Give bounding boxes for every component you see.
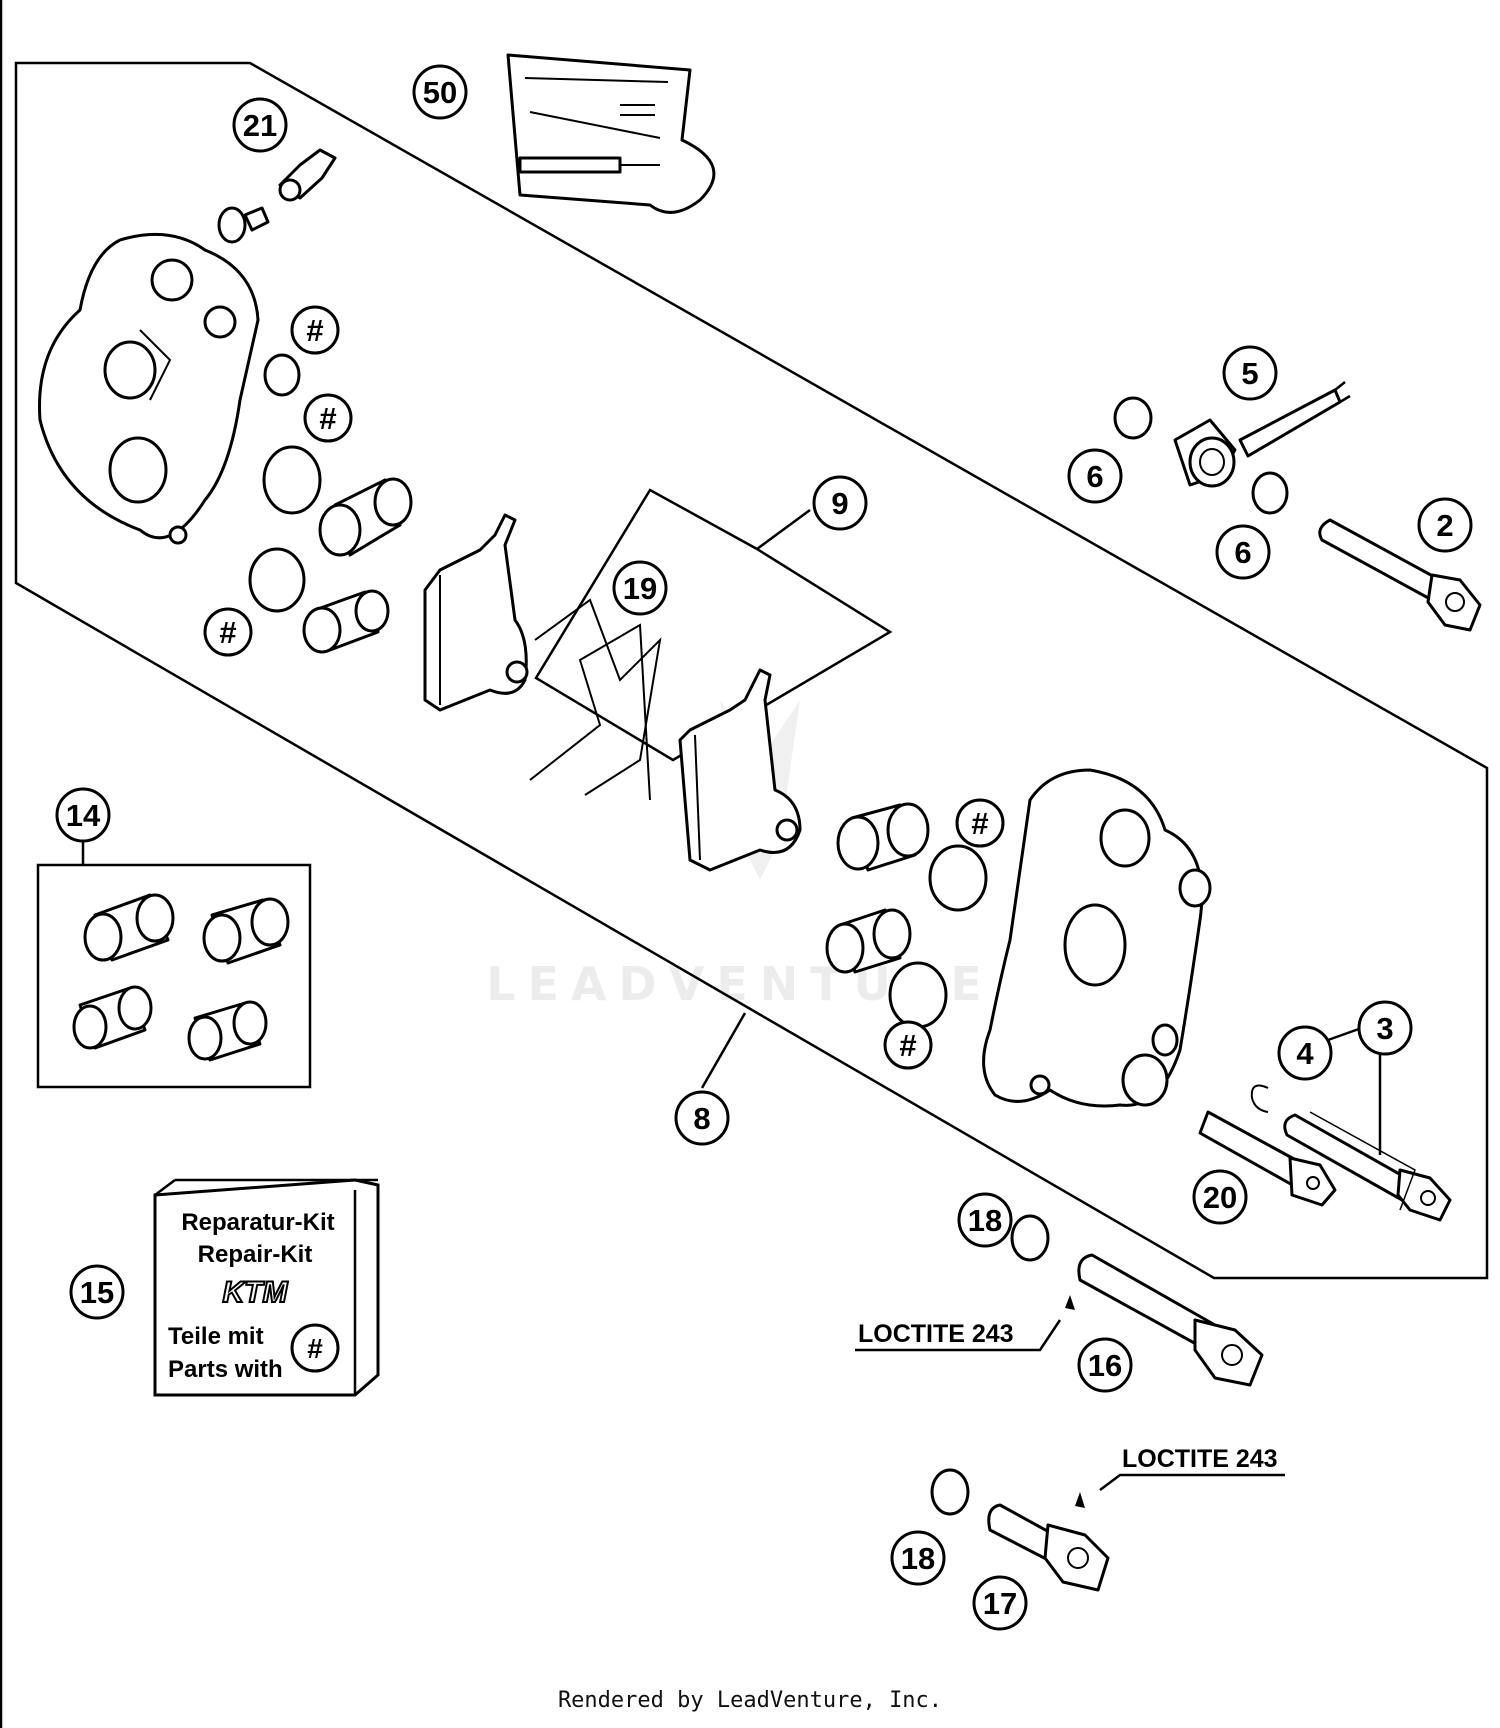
svg-text:3: 3: [1376, 1011, 1393, 1046]
brake-pad-1: [423, 513, 529, 712]
hash-marker-4: #: [955, 798, 1005, 848]
pin-bolt: [1318, 518, 1482, 632]
kit-line-4: Parts with: [168, 1356, 283, 1383]
leader-loctite-2: [1099, 1473, 1285, 1491]
callout-5: 5: [1222, 345, 1278, 401]
caliper-assembly-outline: [14, 61, 1489, 1280]
caliper-half-left: [38, 232, 260, 545]
leader-9: [756, 508, 811, 551]
bleed-screw-part: [217, 148, 337, 244]
piston-kit-box: [36, 820, 312, 1089]
svg-text:6: 6: [1086, 459, 1103, 494]
callout-17: 17: [972, 1575, 1028, 1631]
callout-18a: 18: [957, 1192, 1013, 1248]
svg-text:#: #: [306, 313, 323, 348]
svg-text:15: 15: [80, 1275, 114, 1310]
svg-text:5: 5: [1241, 356, 1258, 391]
hash-marker-1: #: [290, 305, 340, 355]
svg-text:#: #: [971, 806, 988, 841]
hash-marker-2: #: [303, 393, 353, 443]
callout-16: 16: [1077, 1337, 1133, 1393]
svg-text:8: 8: [693, 1101, 710, 1136]
callout-9: 9: [812, 475, 868, 531]
svg-text:18: 18: [901, 1541, 935, 1576]
right-seals-pistons: [825, 802, 988, 1029]
brake-pad-2: [678, 668, 802, 872]
svg-text:18: 18: [968, 1203, 1002, 1238]
svg-text:50: 50: [423, 75, 457, 110]
svg-text:#: #: [899, 1028, 916, 1063]
callout-21: 21: [232, 97, 288, 153]
callout-14: 14: [55, 787, 111, 843]
instruction-sheet-part: [506, 53, 716, 214]
svg-text:14: 14: [66, 798, 101, 833]
svg-text:17: 17: [983, 1586, 1017, 1621]
mounting-bolt-lower: [930, 1468, 1110, 1592]
mounting-bolt-upper: [1010, 1214, 1264, 1387]
kit-mark: #: [307, 1333, 323, 1364]
callout-50: 50: [412, 64, 468, 120]
kit-line-1: Reparatur-Kit: [181, 1209, 334, 1236]
callout-8: 8: [674, 1090, 730, 1146]
left-seals-pistons: [248, 353, 413, 654]
callout-2: 2: [1417, 497, 1473, 553]
svg-text:16: 16: [1088, 1348, 1122, 1383]
leader-8: [700, 1012, 747, 1089]
kit-line-2: Repair-Kit: [198, 1241, 313, 1268]
kit-line-3: Teile mit: [168, 1323, 264, 1350]
loctite-label-2: LOCTITE 243: [1122, 1445, 1278, 1473]
svg-text:#: #: [219, 615, 236, 650]
svg-text:4: 4: [1296, 1036, 1314, 1071]
svg-text:2: 2: [1436, 508, 1453, 543]
svg-text:6: 6: [1234, 535, 1251, 570]
leader-loctite-1: [855, 1319, 1062, 1352]
callout-15: 15: [69, 1264, 125, 1320]
hash-marker-3: #: [203, 607, 253, 657]
svg-text:#: #: [319, 401, 336, 436]
callout-20: 20: [1192, 1169, 1248, 1225]
callout-19: 19: [612, 560, 668, 616]
callout-6b: 6: [1215, 524, 1271, 580]
svg-text:9: 9: [831, 486, 848, 521]
svg-text:19: 19: [623, 571, 657, 606]
callout-6a: 6: [1067, 448, 1123, 504]
hash-marker-5: #: [883, 1020, 933, 1070]
repair-kit-box: Reparatur-Kit Repair-Kit KTM Teile mit P…: [153, 1178, 380, 1397]
brake-line-fitting: [1113, 381, 1351, 515]
caliper-half-right: [982, 768, 1212, 1108]
callout-18b: 18: [890, 1530, 946, 1586]
pad-spring: [529, 598, 662, 801]
callout-4: 4: [1277, 1025, 1333, 1081]
svg-text:20: 20: [1203, 1180, 1237, 1215]
ktm-logo: KTM: [223, 1276, 289, 1309]
callout-3: 3: [1357, 1000, 1413, 1056]
footer-credit: Rendered by LeadVenture, Inc.: [557, 1688, 943, 1713]
loctite-label-1: LOCTITE 243: [858, 1320, 1014, 1348]
svg-text:21: 21: [243, 108, 277, 143]
slide-bolts: [1198, 1084, 1452, 1222]
brake-pad-set-outline: [534, 488, 893, 762]
